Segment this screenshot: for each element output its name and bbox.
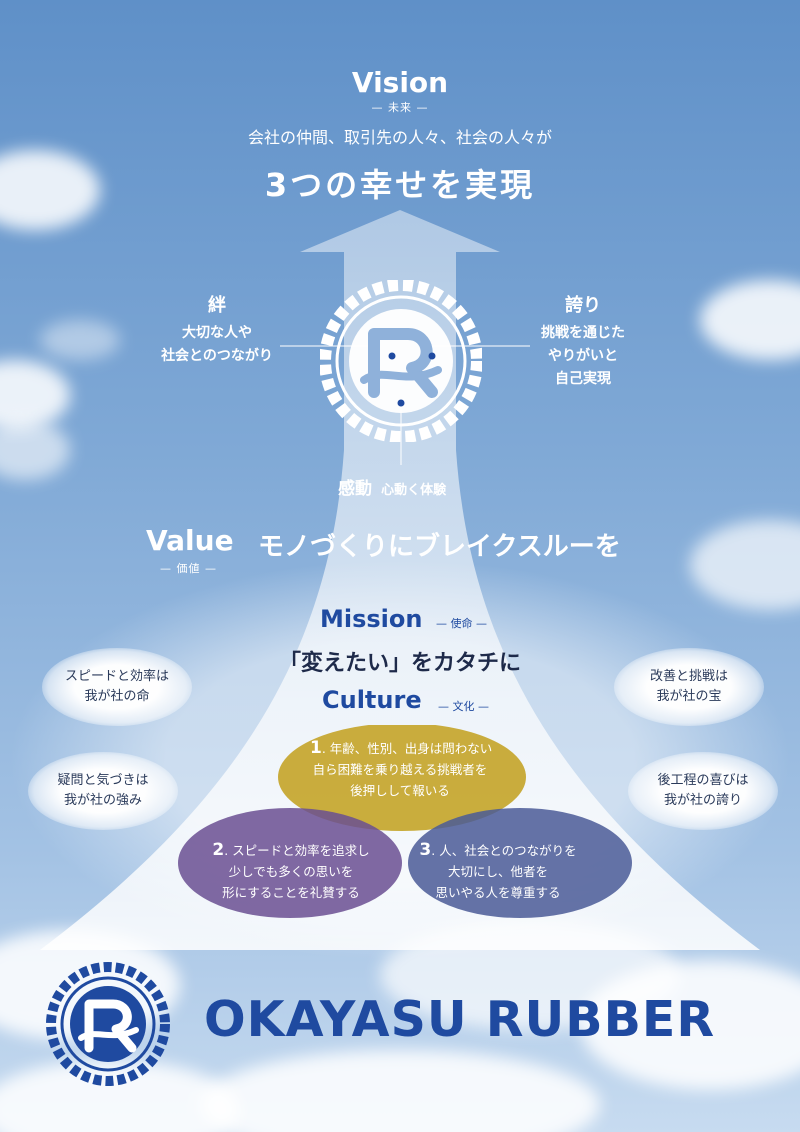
bubble-left-bottom: 疑問と気づきは 我が社の強み bbox=[28, 752, 178, 830]
cloud bbox=[580, 960, 800, 1090]
culture-item-2-line-1: 2. スピードと効率を追求し bbox=[206, 840, 376, 861]
cloud bbox=[40, 320, 120, 360]
culture-sub: — 文化 — bbox=[438, 700, 489, 713]
culture-item-1-num: 1 bbox=[310, 738, 322, 758]
culture-item-2-l3: 形にすることを礼賛する bbox=[222, 885, 360, 900]
bubble-text: 後工程の喜びは bbox=[657, 773, 749, 788]
mission-sub: — 使命 — bbox=[436, 617, 487, 630]
mission-title: Mission bbox=[320, 605, 423, 633]
culture-item-3-l2: 大切にし、他者を bbox=[447, 864, 548, 879]
bubble-text: 我が社の強み bbox=[63, 793, 142, 808]
hokori-desc-1: 挑戦を通じた bbox=[541, 325, 625, 341]
culture-item-2-l2: 少しでも多くの思いを bbox=[228, 864, 354, 879]
hokori-title: 誇り bbox=[565, 295, 601, 316]
bubble-text: 我が社の誇り bbox=[663, 793, 742, 808]
bubble-right-bottom: 後工程の喜びは 我が社の誇り bbox=[628, 752, 778, 830]
brand-name: OKAYASU RUBBER bbox=[204, 991, 716, 1048]
kizuna-desc-2: 社会とのつながり bbox=[161, 348, 273, 364]
culture-item-1-l2: 自ら困難を乗り越える挑戦者を bbox=[312, 762, 488, 777]
bubble-text: 改善と挑戦は bbox=[649, 669, 728, 684]
bubble-left-top: スピードと効率は 我が社の命 bbox=[42, 648, 192, 726]
mission-sub-text: 使命 bbox=[450, 617, 473, 630]
culture-item-1-l1: . 年齢、性別、出身は問わない bbox=[321, 741, 493, 756]
kizuna-desc-1: 大切な人や bbox=[182, 325, 252, 341]
value-sub-text: 価値 bbox=[176, 562, 201, 575]
culture-item-1-line-1: 1. 年齢、性別、出身は問わない bbox=[310, 738, 493, 759]
venn-ellipse-3 bbox=[408, 808, 632, 918]
culture-item-3: 3. 人、社会とのつながりを 大切にし、他者を 思いやる人を尊重する bbox=[413, 840, 583, 903]
bubble-text: 疑問と気づきは bbox=[57, 773, 149, 788]
kizuna-title: 絆 bbox=[208, 295, 226, 316]
kandou-title: 感動 bbox=[338, 479, 372, 499]
cloud bbox=[0, 150, 100, 230]
vision-headline: 3つの幸せを実現 bbox=[264, 166, 536, 204]
venn-ellipse-1 bbox=[278, 725, 526, 831]
bubble-text: スピードと効率は bbox=[64, 669, 169, 684]
value-sub: — 価値 — bbox=[160, 562, 217, 575]
culture-item-2: 2. スピードと効率を追求し 少しでも多くの思いを 形にすることを礼賛する bbox=[206, 840, 376, 903]
culture-item-1: 1. 年齢、性別、出身は問わない 自ら困難を乗り越える挑戦者を 後押しして報いる bbox=[310, 738, 493, 801]
hokori-desc-2: やりがいと bbox=[548, 348, 618, 364]
venn-diagram bbox=[178, 725, 632, 918]
culture-sub-text: 文化 bbox=[452, 700, 475, 713]
bubble-text: 我が社の命 bbox=[84, 689, 150, 704]
vision-line: 会社の仲間、取引先の人々、社会の人々が bbox=[247, 128, 553, 147]
bubble-right-top: 改善と挑戦は 我が社の宝 bbox=[614, 648, 764, 726]
emblem bbox=[319, 279, 483, 443]
culture-title: Culture bbox=[322, 686, 422, 714]
culture-item-3-line-1: 3. 人、社会とのつながりを bbox=[413, 840, 583, 861]
cloud bbox=[200, 1050, 600, 1132]
culture-item-3-l3: 思いやる人を尊重する bbox=[435, 885, 561, 900]
vision-title: Vision bbox=[351, 66, 449, 99]
vision-sub-text: 未来 bbox=[388, 101, 412, 114]
venn-ellipse-2 bbox=[178, 808, 402, 918]
okayasu-logo-icon bbox=[46, 962, 170, 1086]
culture-item-3-num: 3 bbox=[419, 840, 432, 860]
culture-item-2-l1: . スピードと効率を追求し bbox=[224, 843, 370, 858]
hokori-desc-3: 自己実現 bbox=[555, 371, 611, 387]
culture-item-3-l1: . 人、社会とのつながりを bbox=[431, 843, 577, 858]
vision-sub: — 未来 — bbox=[371, 101, 429, 114]
bubble-text: 我が社の宝 bbox=[656, 689, 722, 704]
mission-text: 「変えたい」をカタチに bbox=[278, 651, 522, 676]
brand-logo bbox=[46, 962, 170, 1086]
value-text: モノづくりにブレイクスルーを bbox=[258, 532, 621, 562]
logo-emblem-icon bbox=[319, 279, 483, 443]
culture-item-2-num: 2 bbox=[212, 840, 225, 860]
value-title: Value bbox=[146, 524, 234, 557]
cloud bbox=[0, 420, 70, 480]
kandou-desc: 心動く体験 bbox=[381, 483, 447, 498]
kandou: 感動 心動く体験 bbox=[338, 474, 446, 499]
culture-item-1-l3: 後押しして報いる bbox=[350, 783, 450, 798]
